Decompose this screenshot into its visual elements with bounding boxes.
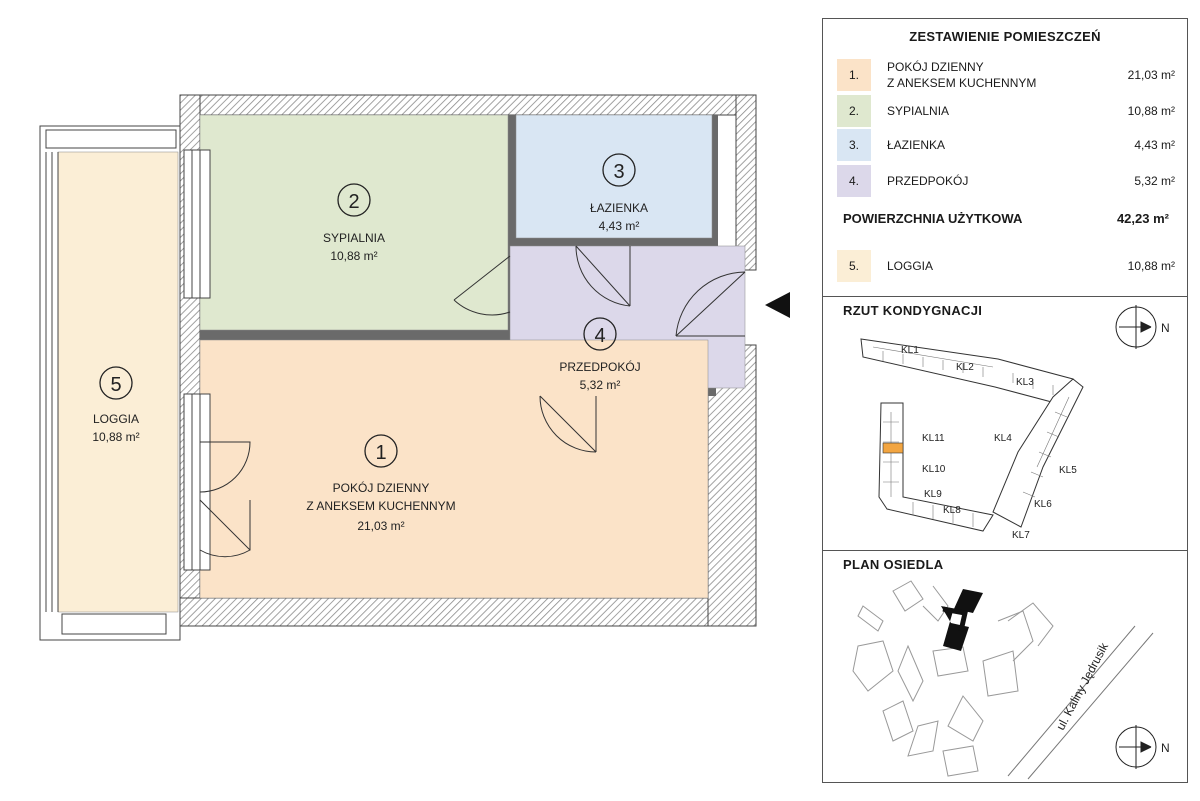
room-label-3: 3 ŁAZIENKA 4,43 m² [590, 153, 648, 233]
svg-text:2: 2 [348, 191, 359, 213]
room-2-fill [199, 114, 509, 331]
legend-row-5: 5. LOGGIA 10,88 m² [837, 250, 1175, 282]
svg-text:Z ANEKSEM KUCHENNYM: Z ANEKSEM KUCHENNYM [306, 499, 455, 513]
svg-text:10,88 m²: 10,88 m² [330, 249, 377, 263]
room-fills [57, 114, 746, 613]
kl1-label: KL1 [901, 345, 919, 356]
total-area-row: POWIERZCHNIA UŻYTKOWA 42,23 m² [843, 211, 1169, 226]
kl9-label: KL9 [924, 489, 942, 500]
room-label-2: 2 SYPIALNIA 10,88 m² [323, 183, 385, 263]
kl11-label: KL11 [922, 433, 945, 444]
legend-name: POKÓJ DZIENNY [887, 60, 984, 74]
divider [823, 550, 1187, 551]
north-arrow-icon: N [1115, 305, 1170, 349]
floor-key-map: N KL1 KL2 KL3 KL4 KL5 KL6 KL7 [860, 305, 1170, 541]
legend-area: 10,88 m² [1127, 259, 1175, 273]
legend-area: 5,32 m² [1134, 174, 1175, 188]
kl4-label: KL4 [994, 433, 1012, 444]
windows [183, 149, 211, 571]
legend-name: PRZEDPOKÓJ [887, 174, 969, 188]
legend-area: 4,43 m² [1134, 138, 1175, 152]
doors [199, 245, 746, 558]
svg-text:SYPIALNIA: SYPIALNIA [323, 231, 385, 245]
kl3-label: KL3 [1016, 377, 1034, 388]
floor-plan: 2 SYPIALNIA 10,88 m² 3 ŁAZIENKA 4,43 m² … [39, 94, 790, 641]
loggia-frame [39, 125, 181, 641]
room-label-4: 4 PRZEDPOKÓJ 5,32 m² [559, 317, 641, 392]
svg-text:21,03 m²: 21,03 m² [357, 519, 404, 533]
estate-plan-title: PLAN OSIEDLA [843, 557, 944, 572]
kl8-label: KL8 [943, 505, 961, 516]
svg-text:5,32 m²: 5,32 m² [580, 378, 621, 392]
legend-area: 21,03 m² [1127, 68, 1175, 82]
selected-building [941, 589, 983, 651]
kl7-label: KL7 [1012, 530, 1030, 541]
floor-key: RZUT KONDYGNACJI N KL1 [823, 297, 1187, 549]
kl6-label: KL6 [1034, 499, 1052, 510]
svg-text:POKÓJ DZIENNY: POKÓJ DZIENNY [333, 480, 430, 495]
legend-name: ŁAZIENKA [887, 138, 946, 152]
room-1-fill [199, 339, 709, 599]
legend-swatch: 2. [837, 95, 871, 127]
legend-name: LOGGIA [887, 259, 934, 273]
svg-text:N: N [1161, 321, 1170, 335]
street-label: ul. Kaliny Jędrusik [1053, 640, 1111, 733]
legend-row-1: 1. POKÓJ DZIENNY Z ANEKSEM KUCHENNYM 21,… [837, 59, 1175, 91]
svg-text:4: 4 [594, 325, 605, 347]
svg-text:3: 3 [613, 161, 624, 183]
room-5-fill [57, 151, 179, 613]
legend-row-3: 3. ŁAZIENKA 4,43 m² [837, 129, 1175, 161]
total-area-label: POWIERZCHNIA UŻYTKOWA [843, 211, 1023, 226]
svg-text:N: N [1161, 741, 1170, 755]
room-label-5: 5 LOGGIA 10,88 m² [92, 366, 140, 444]
floor-key-title: RZUT KONDYGNACJI [843, 303, 983, 318]
legend-area: 10,88 m² [1127, 104, 1175, 118]
legend-name-2: Z ANEKSEM KUCHENNYM [887, 76, 1037, 90]
room-summary: ZESTAWIENIE POMIESZCZEŃ 1. POKÓJ DZIENNY… [823, 19, 1187, 296]
legend-row-2: 2. SYPIALNIA 10,88 m² [837, 95, 1175, 127]
svg-text:5: 5 [110, 374, 121, 396]
estate-plan: PLAN OSIEDLA ul. Kaliny Jędrus [823, 551, 1187, 783]
entrance-arrow [765, 292, 790, 318]
info-panel: ZESTAWIENIE POMIESZCZEŃ 1. POKÓJ DZIENNY… [822, 18, 1188, 783]
legend-row-4: 4. PRZEDPOKÓJ 5,32 m² [837, 165, 1175, 197]
svg-text:4,43 m²: 4,43 m² [599, 219, 640, 233]
kl10-label: KL10 [922, 464, 946, 475]
divider [823, 296, 1187, 297]
north-arrow-icon: N [1115, 725, 1170, 769]
total-area-value: 42,23 m² [1116, 211, 1169, 226]
room-label-1: 1 POKÓJ DZIENNY Z ANEKSEM KUCHENNYM 21,0… [306, 434, 456, 533]
svg-text:10,88 m²: 10,88 m² [92, 430, 139, 444]
legend-swatch: 1. [837, 59, 871, 91]
svg-text:LOGGIA: LOGGIA [93, 412, 139, 426]
kl5-label: KL5 [1059, 465, 1077, 476]
kl2-label: KL2 [956, 362, 974, 373]
apartment-highlight [882, 442, 904, 454]
svg-text:PRZEDPOKÓJ: PRZEDPOKÓJ [559, 359, 640, 374]
svg-text:1: 1 [375, 442, 386, 464]
legend-swatch: 5. [837, 250, 871, 282]
legend-name: SYPIALNIA [887, 104, 950, 118]
estate-plan-map: ul. Kaliny Jędrusik N [852, 580, 1170, 780]
legend-swatch: 4. [837, 165, 871, 197]
room-3-fill [515, 114, 713, 239]
room-summary-title: ZESTAWIENIE POMIESZCZEŃ [909, 29, 1101, 44]
legend-swatch: 3. [837, 129, 871, 161]
svg-text:ŁAZIENKA: ŁAZIENKA [590, 201, 648, 215]
